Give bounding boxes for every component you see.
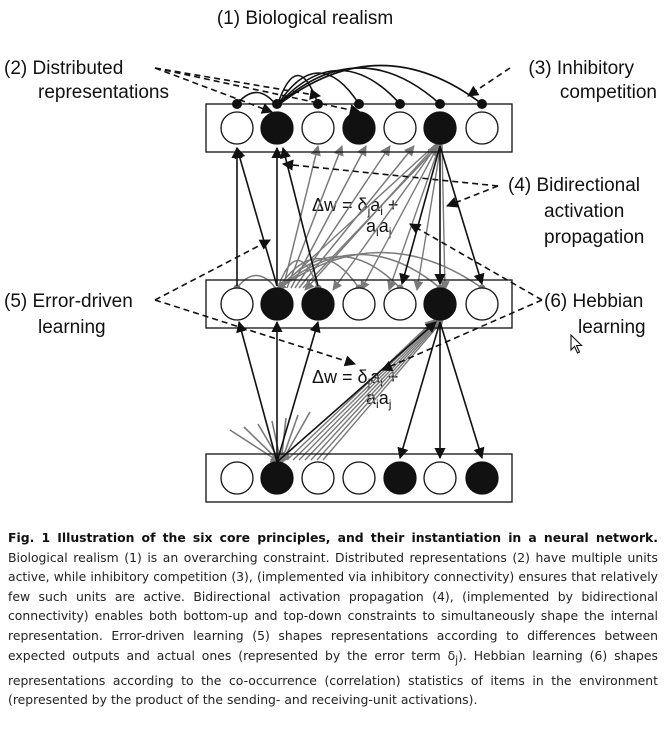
gray-arrow-fan-upper [439,143,450,291]
dashed-pointer [154,299,357,367]
unit-bottom-3 [301,461,335,495]
label-propagation: propagation [544,227,644,248]
unit-middle-7 [465,287,499,321]
inhibitory-arc [276,72,360,107]
unit-middle-3 [301,287,335,321]
label-hebbian-learning: learning [578,317,646,338]
unit-top-7 [465,111,499,145]
activation-connections [231,145,485,463]
gray-lateral-arc [276,251,483,291]
caption-subscript: j [455,654,459,667]
activation-arrow [234,146,278,287]
gray-arrow-fan-lower [316,319,443,461]
unit-bottom-2 [260,461,294,495]
activation-arrow [276,320,321,463]
pointer-lines [154,67,543,372]
dashed-pointer [154,67,274,114]
layer-box-top [205,103,513,153]
figure-caption: Fig. 1 Illustration of the six core prin… [8,528,658,710]
unit-bottom-6 [423,461,457,495]
label-activation: activation [544,201,624,222]
activation-arrow [236,320,278,463]
mouse-pointer-icon [570,334,583,354]
dashed-pointer [281,159,499,187]
equation-lower: Δw = δjai + aiaj [312,367,398,411]
six-principles-figure: (1) Biological realism (2) Distributed r… [4,8,657,503]
unit-bottom-7 [465,461,499,495]
unit-top-6 [423,111,457,145]
gray-arrow-fan-upper [360,143,440,291]
label-competition: competition [560,82,657,103]
dashed-pointer [445,185,499,208]
dashed-pointer [467,67,511,97]
gray-arrow-fan-lower [310,319,441,461]
label-distributed: (2) Distributed [4,58,123,79]
activation-arrow [439,321,485,460]
unit-top-5 [383,111,417,145]
caption-title: Fig. 1 Illustration of the six core prin… [8,530,658,545]
unit-top-2 [260,111,294,145]
gray-lateral-arc [276,257,360,291]
gray-arrow-fan-upper [276,143,437,291]
dashed-pointer [380,299,543,372]
unit-bottom-4 [342,461,376,495]
unit-middle-2 [260,287,294,321]
gray-arrow-fan-upper [304,143,438,291]
layer-box-middle [205,279,513,329]
activation-arrow [276,321,437,463]
gray-arrow-upper [290,145,367,289]
unit-top-1 [220,111,254,145]
gray-arrow-fan-lower [298,319,438,461]
gray-arrow-fan-lower [304,319,440,461]
unit-top-4 [342,111,376,145]
label-representations: representations [38,82,169,103]
activation-arrow [399,145,441,286]
unit-top-3 [301,111,335,145]
inhibitory-arc [276,64,483,107]
weight-connections [229,143,486,465]
dashed-pointer [154,239,271,301]
unit-middle-6 [423,287,457,321]
label-bidirectional: (4) Bidirectional [508,175,640,196]
activation-arrow [439,145,485,286]
activation-arrow [280,146,319,287]
label-inhibitory: (3) Inhibitory [528,58,634,79]
svg-text:aiaj: aiaj [366,216,391,239]
title-biological-realism: (1) Biological realism [217,8,393,29]
gray-arrow-fan-upper [413,143,442,291]
gray-lateral-arc [236,274,278,291]
dashed-pointer [409,223,543,301]
gray-arrow-lower [229,429,282,464]
label-error-driven: (5) Error-driven [4,291,133,312]
caption-text-2: ). Hebbian learning (6) shapes represent… [8,647,658,708]
unit-middle-5 [383,287,417,321]
gray-arrow-fan-upper [387,143,441,291]
unit-middle-4 [342,287,376,321]
unit-bottom-1 [220,461,254,495]
unit-bottom-5 [383,461,417,495]
inhibitory-arcs [232,64,487,109]
gray-arrow-fan-lower [286,319,435,461]
dashed-pointer [154,67,362,116]
caption-text-1: Biological realism (1) is an overarching… [8,549,658,663]
activation-arrow [397,321,441,460]
layer-box-bottom [205,453,513,503]
gray-arrow-fan-lower [322,319,444,461]
gray-arrow-fan-upper [332,143,439,291]
label-hebbian: (6) Hebbian [544,291,643,312]
unit-middle-1 [220,287,254,321]
dashed-pointer [154,67,322,100]
neural-units [220,111,499,495]
label-error-learning: learning [38,317,106,338]
